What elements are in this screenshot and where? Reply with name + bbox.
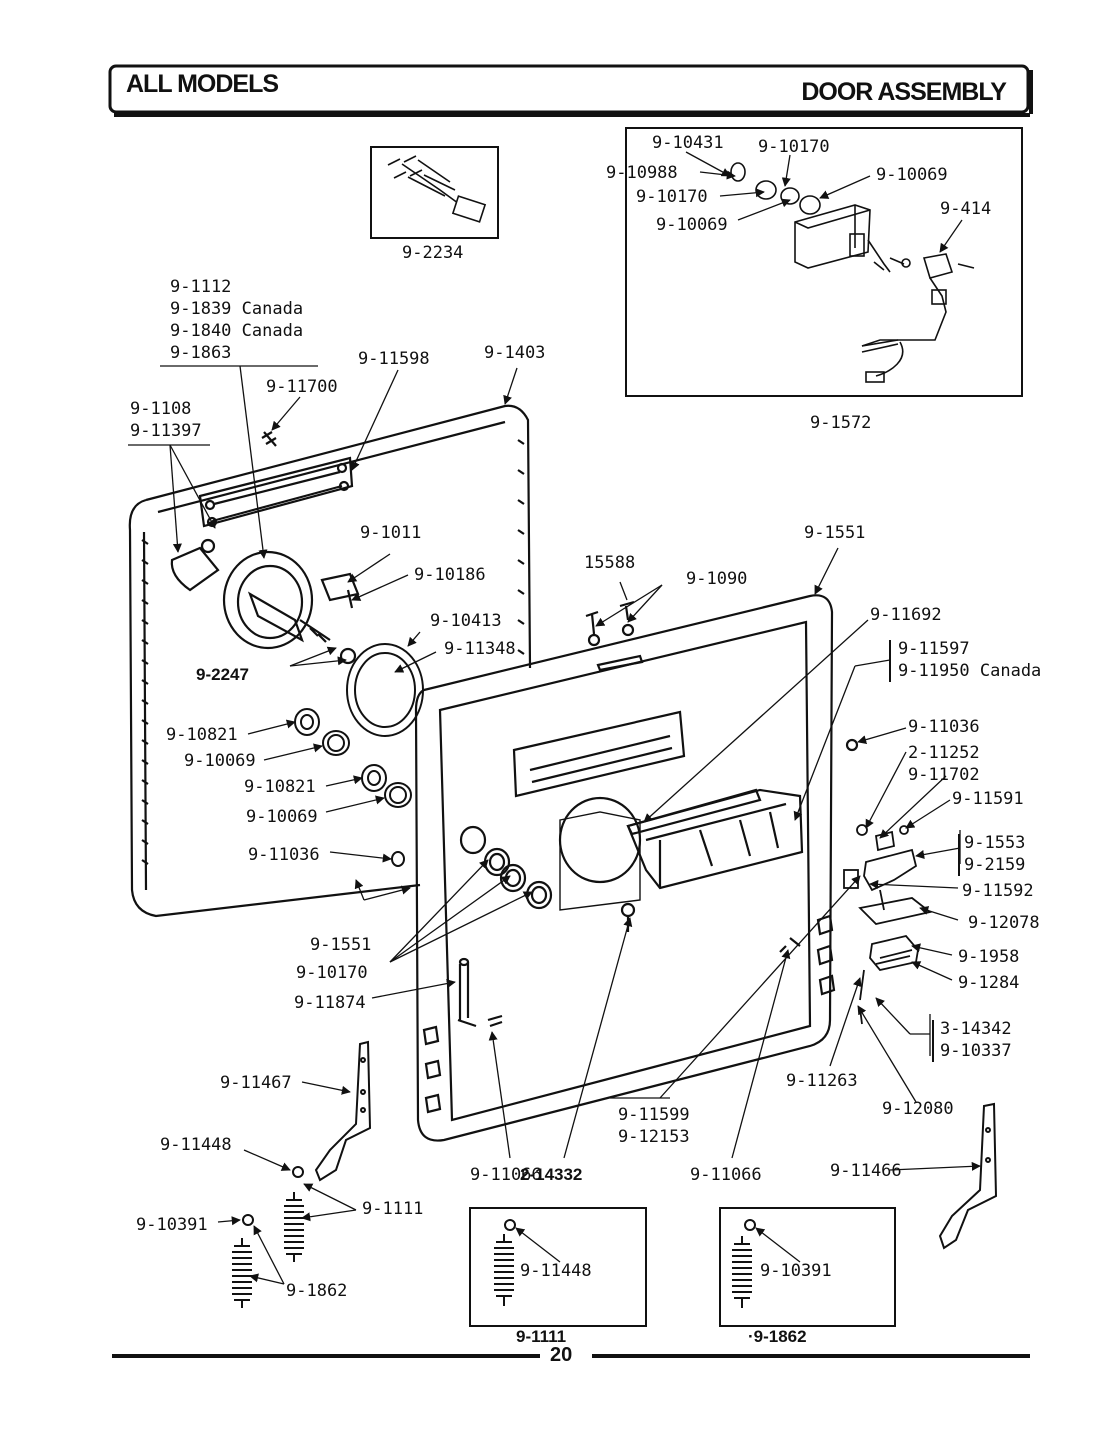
- part-label: 9-10170: [636, 187, 708, 207]
- part-label: 9-1863: [170, 343, 232, 363]
- part-label: 9-10821: [166, 725, 238, 745]
- part-label: 9-11950 Canada: [898, 661, 1042, 681]
- part-label: 9-10069: [184, 751, 256, 771]
- part-label: 9-10069: [876, 165, 948, 185]
- part-label: 9-11591: [952, 789, 1024, 809]
- page-number: 20: [550, 1344, 573, 1366]
- header-right-title: DOOR ASSEMBLY: [801, 78, 1007, 106]
- part-label: 9-12080: [882, 1099, 954, 1119]
- part-label: 9-11692: [870, 605, 942, 625]
- leader-lines: [128, 151, 981, 1285]
- part-label: 9-10431: [652, 133, 724, 153]
- part-label: 9-10821: [244, 777, 316, 797]
- header-frame: [108, 64, 1033, 117]
- inner-door-panel: [414, 594, 859, 1142]
- part-label: 9-10069: [656, 215, 728, 235]
- part-label: 9-1551: [310, 935, 372, 955]
- part-label: 9-11592: [962, 881, 1034, 901]
- part-label: 9-10337: [940, 1041, 1012, 1061]
- switch-kit-icon: [730, 162, 975, 383]
- part-label: 9-11066: [690, 1165, 762, 1185]
- part-label: 9-10391: [760, 1261, 832, 1281]
- part-label: 9-1090: [686, 569, 748, 589]
- part-label: 9-11263: [786, 1071, 858, 1091]
- part-label: 3-14342: [940, 1019, 1012, 1039]
- label-group-bar: [932, 1020, 934, 1062]
- part-label: 9-11597: [898, 639, 970, 659]
- part-label: 9-1112: [170, 277, 232, 297]
- part-label: ·9-1862: [748, 1327, 807, 1346]
- part-label: 9-10413: [430, 611, 502, 631]
- part-label: 9-11348: [444, 639, 516, 659]
- hinge-brackets: [242, 1040, 998, 1250]
- part-label: 9-10170: [758, 137, 830, 157]
- part-label: 9-11036: [248, 845, 320, 865]
- outer-door-panel: [128, 404, 532, 918]
- part-label: 9-1958: [958, 947, 1020, 967]
- inset-boxes: [370, 127, 1023, 1327]
- part-label: 9-414: [940, 199, 992, 219]
- part-label: 9-11448: [160, 1135, 232, 1155]
- part-label: 9-2234: [402, 243, 464, 263]
- wire-harness-icon: [387, 155, 487, 223]
- part-label: 9-11397: [130, 421, 202, 441]
- part-label: 9-1572: [810, 413, 872, 433]
- part-label: 9-10186: [414, 565, 486, 585]
- part-label: 9-1111: [362, 1199, 424, 1219]
- part-label: 9-1111: [516, 1327, 567, 1346]
- seal-rings: [294, 708, 412, 867]
- label-group-bar: [958, 834, 960, 876]
- part-label: 9-1553: [964, 833, 1026, 853]
- part-label: 9-11467: [220, 1073, 292, 1093]
- door-springs: [232, 1192, 752, 1308]
- part-label: 9-10391: [136, 1215, 208, 1235]
- part-label: 9-11700: [266, 377, 338, 397]
- part-label: 9-11036: [908, 717, 980, 737]
- part-label: 9-2247: [196, 665, 249, 684]
- part-label: 9-11599: [618, 1105, 690, 1125]
- part-label: 9-1108: [130, 399, 192, 419]
- part-label: 9-1839 Canada: [170, 299, 304, 319]
- part-label: 9-11466: [830, 1161, 902, 1181]
- part-label: 9-1862: [286, 1281, 348, 1301]
- part-label: 9-1011: [360, 523, 422, 543]
- part-label: 9-12153: [618, 1127, 690, 1147]
- part-label: 9-11874: [294, 993, 366, 1013]
- part-label: 2-11252: [908, 743, 980, 763]
- part-label: 9-1284: [958, 973, 1020, 993]
- part-label: 9-11598: [358, 349, 430, 369]
- part-label: 9-11702: [908, 765, 980, 785]
- part-label: 9-12078: [968, 913, 1040, 933]
- part-label: 9-2159: [964, 855, 1026, 875]
- part-label: 9-1840 Canada: [170, 321, 304, 341]
- part-label: 9-10988: [606, 163, 678, 183]
- part-label: 9-10170: [296, 963, 368, 983]
- part-label: 15588: [584, 553, 636, 573]
- part-label: 9-1403: [484, 343, 546, 363]
- part-label: 9-1551: [804, 523, 866, 543]
- header-left-title: ALL MODELS: [126, 70, 279, 98]
- part-label: 9-10069: [246, 807, 318, 827]
- part-label: 9-11066: [470, 1165, 542, 1185]
- gasket-ring: [346, 643, 424, 737]
- part-label: 9-11448: [520, 1261, 592, 1281]
- part-label: 2-14332: [520, 1165, 583, 1184]
- latch-assembly: [843, 824, 933, 1025]
- label-group-bar: [889, 640, 891, 682]
